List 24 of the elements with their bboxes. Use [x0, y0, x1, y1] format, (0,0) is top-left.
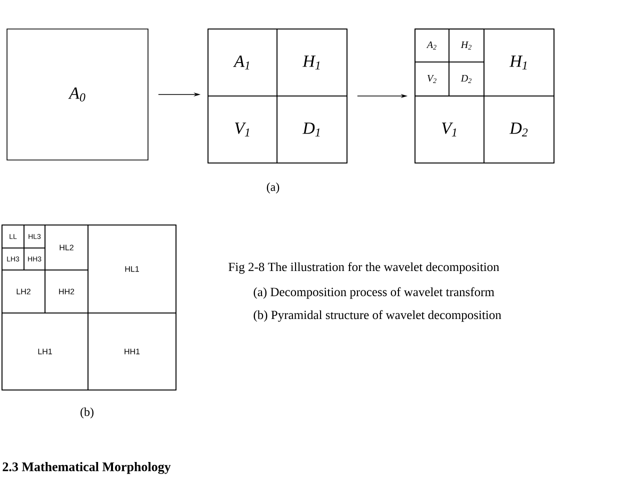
image-box: A$_{0}$ — [6, 28, 148, 160]
cell: H$_{2}$ — [448, 28, 484, 62]
cell: HH1 — [88, 312, 176, 390]
cell: V$_{1}$ — [208, 96, 278, 164]
section-heading: 2.3 Mathematical Morphology — [2, 462, 171, 474]
caption-line: Fig 2-8 The illustration for the wavelet decomposition — [228, 262, 500, 274]
cell: H$_{1}$ — [484, 28, 554, 96]
cell: HH2 — [44, 270, 88, 314]
cell: A$_{2}$ — [414, 28, 450, 62]
cell: H$_{1}$ — [276, 28, 348, 96]
cell: D$_{1}$ — [276, 96, 348, 164]
cell: D$_{2}$ — [484, 96, 554, 164]
subfigure-label: (b) — [80, 408, 94, 418]
subfigure-label: (a) — [266, 182, 280, 194]
cell: A$_{1}$ — [208, 28, 278, 96]
caption-line: (a) Decomposition process of wavelet transform — [254, 287, 494, 299]
cell: LH2 — [2, 270, 46, 314]
cell: HL2 — [44, 224, 88, 270]
caption-line: (b) Pyramidal structure of wavelet decomposition — [254, 310, 502, 322]
cell: HL1 — [88, 224, 176, 314]
cell: V$_{2}$ — [414, 62, 450, 96]
cell: D$_{2}$ — [448, 62, 484, 96]
cell: V$_{1}$ — [414, 96, 484, 164]
cell: LH1 — [2, 312, 88, 390]
